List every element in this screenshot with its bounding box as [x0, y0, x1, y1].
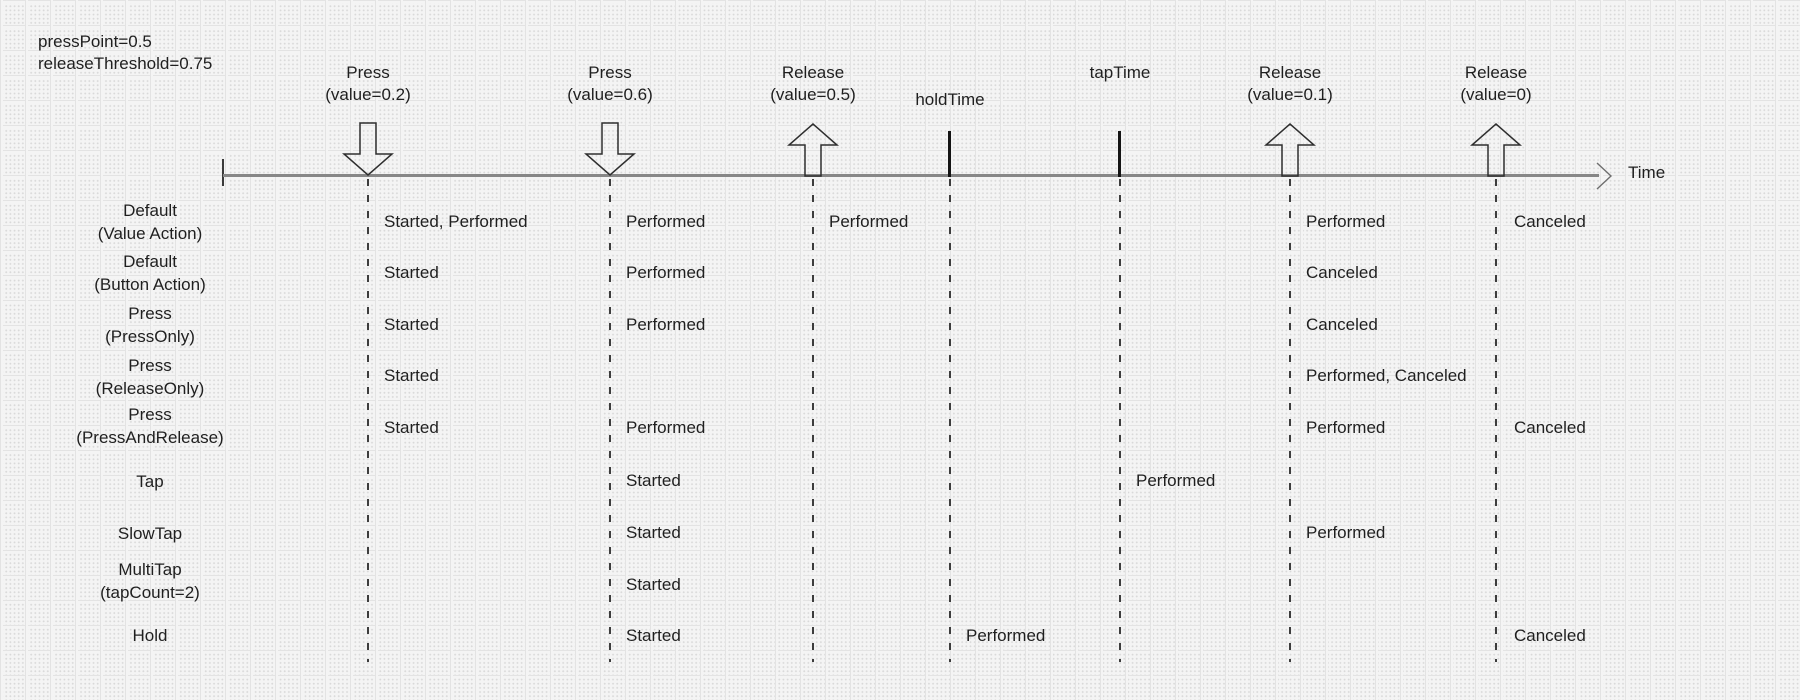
row-subtitle: (ReleaseOnly)	[95, 379, 205, 398]
state-label: Canceled	[1514, 626, 1586, 645]
row-label-default-button-action: Default (Button Action)	[30, 250, 270, 296]
state-label: Canceled	[1306, 263, 1378, 282]
event-title: Press	[346, 63, 390, 82]
state-label: Performed	[829, 212, 909, 231]
press-arrow-down-icon	[342, 122, 394, 176]
state-label: Performed	[626, 315, 706, 334]
release-arrow-up-icon	[1470, 123, 1522, 177]
row-label-press-pressandrelease: Press (PressAndRelease)	[30, 403, 270, 449]
state-label: Canceled	[1514, 418, 1586, 437]
tap-time-label: tapTime	[1089, 63, 1151, 82]
event-subtitle: (value=0.5)	[770, 85, 856, 104]
press-arrow-down-icon	[584, 122, 636, 176]
row-label-tap: Tap	[30, 470, 270, 493]
state-label: Started	[626, 523, 681, 542]
row-title: Press	[128, 356, 172, 375]
state-label: Performed	[1306, 212, 1386, 231]
row-title: MultiTap	[118, 560, 182, 579]
row-subtitle: (PressAndRelease)	[76, 428, 224, 447]
state-label: Performed	[1306, 523, 1386, 542]
event-title: Press	[588, 63, 632, 82]
state-label: Performed, Canceled	[1306, 366, 1467, 385]
hold-time-marker	[948, 131, 951, 177]
event-guideline-release-2	[1289, 179, 1291, 662]
release-arrow-up-icon	[1264, 123, 1316, 177]
state-label: Performed	[626, 263, 706, 282]
hold-time-label: holdTime	[915, 90, 985, 109]
row-title: SlowTap	[117, 524, 183, 543]
press-point-value: pressPoint=0.5	[38, 32, 152, 51]
row-title: Hold	[132, 626, 168, 645]
event-guideline-release-3	[1495, 179, 1497, 662]
release-threshold-value: releaseThreshold=0.75	[38, 54, 213, 73]
state-label: Performed	[626, 418, 706, 437]
row-label-hold: Hold	[30, 624, 270, 647]
row-label-press-pressonly: Press (PressOnly)	[30, 302, 270, 348]
event-title: Release	[781, 63, 845, 82]
event-label-press-2: Press (value=0.6)	[520, 62, 700, 106]
state-label: Performed	[966, 626, 1046, 645]
event-label-release-3: Release (value=0)	[1406, 62, 1586, 106]
state-label: Started	[626, 575, 681, 594]
row-label-press-releaseonly: Press (ReleaseOnly)	[30, 354, 270, 400]
time-axis-start-tick	[222, 159, 224, 186]
time-axis-arrowhead-icon	[1596, 162, 1613, 190]
row-title: Tap	[136, 472, 164, 491]
row-subtitle: (Button Action)	[94, 275, 206, 294]
time-axis	[223, 174, 1599, 177]
event-guideline-press-1	[367, 179, 369, 662]
event-title: Release	[1258, 63, 1322, 82]
row-label-multitap: MultiTap (tapCount=2)	[30, 558, 270, 604]
state-label: Performed	[1306, 418, 1386, 437]
row-label-default-value-action: Default (Value Action)	[30, 199, 270, 245]
event-label-release-1: Release (value=0.5)	[723, 62, 903, 106]
tap-time-marker	[1118, 131, 1121, 177]
state-label: Canceled	[1306, 315, 1378, 334]
row-label-slowtap: SlowTap	[30, 522, 270, 545]
state-label: Started	[626, 626, 681, 645]
event-label-press-1: Press (value=0.2)	[278, 62, 458, 106]
state-label: Started	[384, 263, 439, 282]
row-title: Press	[128, 304, 172, 323]
time-axis-label: Time	[1628, 163, 1666, 182]
state-label: Started, Performed	[384, 212, 528, 231]
row-subtitle: (PressOnly)	[105, 327, 195, 346]
state-label: Started	[384, 418, 439, 437]
row-title: Default	[123, 252, 177, 271]
state-label: Started	[384, 315, 439, 334]
row-title: Default	[123, 201, 177, 220]
event-guideline-holdtime	[949, 179, 951, 662]
state-label: Started	[626, 471, 681, 490]
row-title: Press	[128, 405, 172, 424]
event-guideline-release-1	[812, 179, 814, 662]
event-subtitle: (value=0)	[1460, 85, 1532, 104]
event-subtitle: (value=0.6)	[567, 85, 653, 104]
event-label-release-2: Release (value=0.1)	[1200, 62, 1380, 106]
row-subtitle: (tapCount=2)	[100, 583, 200, 602]
row-subtitle: (Value Action)	[97, 224, 203, 243]
state-label: Started	[384, 366, 439, 385]
event-subtitle: (value=0.1)	[1247, 85, 1333, 104]
state-label: Performed	[626, 212, 706, 231]
parameters-annotation: pressPoint=0.5 releaseThreshold=0.75	[38, 31, 212, 75]
state-label: Performed	[1136, 471, 1216, 490]
event-title: Release	[1464, 63, 1528, 82]
event-guideline-taptime	[1119, 179, 1121, 662]
event-guideline-press-2	[609, 179, 611, 662]
state-label: Canceled	[1514, 212, 1586, 231]
release-arrow-up-icon	[787, 123, 839, 177]
event-subtitle: (value=0.2)	[325, 85, 411, 104]
